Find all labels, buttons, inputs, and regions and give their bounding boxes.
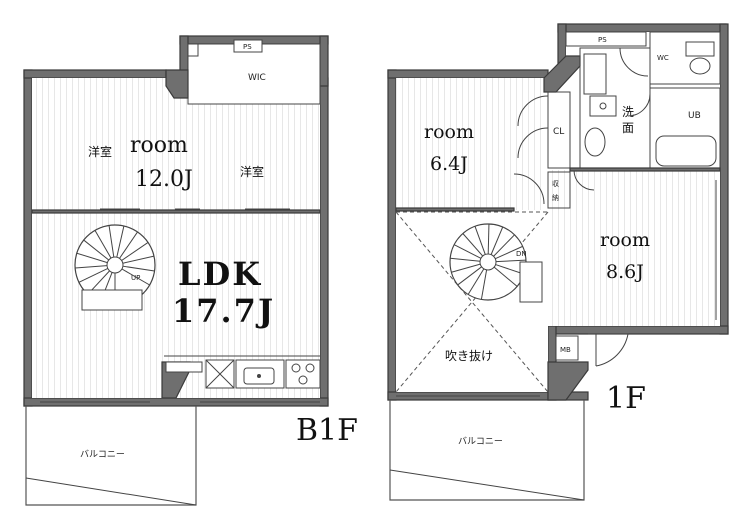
f1-wc-label: WC xyxy=(657,54,669,62)
f1-washroom-label-1: 洗 xyxy=(622,105,634,119)
b1f-wic: PS WIC xyxy=(187,39,300,105)
f1-closet: CL 収 納 xyxy=(513,91,595,209)
stair-tread xyxy=(493,266,518,287)
f1-balcony: バルコニー xyxy=(389,400,585,501)
stair-tread xyxy=(121,268,150,286)
f1-room-a-size: 6.4J xyxy=(430,153,468,175)
stair-tread xyxy=(493,234,515,257)
b1f-room-label: room xyxy=(130,133,188,158)
f1-storage-label-1: 収 xyxy=(552,180,559,188)
b1f-kitchen xyxy=(161,355,321,399)
stair-tread xyxy=(83,239,110,261)
b1f-room-jp-left: 洋室 xyxy=(88,144,112,159)
stair-tread xyxy=(451,263,481,273)
f1-ps-label: PS xyxy=(598,36,607,44)
stair-tread xyxy=(94,230,112,259)
f1-stair-label: DN xyxy=(516,250,527,258)
b1f-ldk: LDK 17.7J xyxy=(172,255,275,330)
b1f-wic-label: WIC xyxy=(248,73,266,83)
stair-tread xyxy=(490,226,504,255)
stair-tread xyxy=(487,223,490,255)
b1f-floor-label: B1F xyxy=(296,413,358,448)
f1-floor-label: 1F xyxy=(606,381,646,416)
f1-ub-label: UB xyxy=(688,111,701,121)
stair-tread xyxy=(121,242,149,261)
stair-tread xyxy=(76,252,108,264)
f1-washroom-label-2: 面 xyxy=(622,121,634,135)
b1f-plan: PS WIC 洋室 room 12.0J 洋室 UP LDK 1 xyxy=(23,35,358,506)
f1-cl-label: CL xyxy=(553,127,564,137)
f1-mb-label: MB xyxy=(560,346,571,354)
f1-void: 吹き抜け xyxy=(395,211,549,393)
f1-room-b-label: room xyxy=(600,229,650,251)
stair-tread xyxy=(495,245,523,260)
b1f-room-jp-right: 洋室 xyxy=(240,164,264,179)
stair-tread xyxy=(122,265,155,272)
stair-tread xyxy=(116,225,125,258)
f1-void-label: 吹き抜け xyxy=(445,349,493,363)
f1-plan: PS WC UB 洗 面 CL xyxy=(387,23,729,501)
stair-tread xyxy=(450,257,481,262)
stair-tread xyxy=(457,266,482,286)
stair-tread xyxy=(495,259,526,263)
b1f-ps-label: PS xyxy=(243,43,252,51)
b1f-balcony: バルコニー xyxy=(25,406,197,506)
f1-spiral-stair: DN xyxy=(449,223,543,303)
stair-tread xyxy=(474,226,486,255)
f1-room-b: room 8.6J xyxy=(600,229,650,283)
f1-storage-label-2: 納 xyxy=(552,193,559,202)
stair-tread xyxy=(122,255,155,264)
stair-tread xyxy=(480,269,488,300)
stair-tread xyxy=(78,268,109,283)
stair-tread xyxy=(495,264,525,275)
f1-balcony-label: バルコニー xyxy=(458,436,503,447)
stair-tread xyxy=(108,225,115,258)
b1f-ldk-size: 17.7J xyxy=(172,292,275,330)
f1-wet-area: WC UB 洗 面 xyxy=(579,31,721,171)
stair-tread xyxy=(453,244,482,259)
stair-tread xyxy=(462,233,484,257)
b1f-room: 洋室 room 12.0J 洋室 xyxy=(88,133,264,192)
b1f-stair-label: UP xyxy=(131,274,140,282)
b1f-room-size: 12.0J xyxy=(135,167,193,192)
f1-room-a-label: room xyxy=(424,121,474,143)
f1-room-b-size: 8.6J xyxy=(606,261,644,283)
f1-entrance: MB xyxy=(547,333,629,401)
f1-room-a: room 6.4J xyxy=(424,121,474,175)
stair-tread xyxy=(75,265,108,269)
b1f-balcony-label: バルコニー xyxy=(80,449,125,460)
stair-tread xyxy=(467,268,485,295)
b1f-ldk-label: LDK xyxy=(178,255,262,293)
stair-tread xyxy=(119,231,138,259)
b1f-spiral-stair: UP xyxy=(74,224,156,311)
